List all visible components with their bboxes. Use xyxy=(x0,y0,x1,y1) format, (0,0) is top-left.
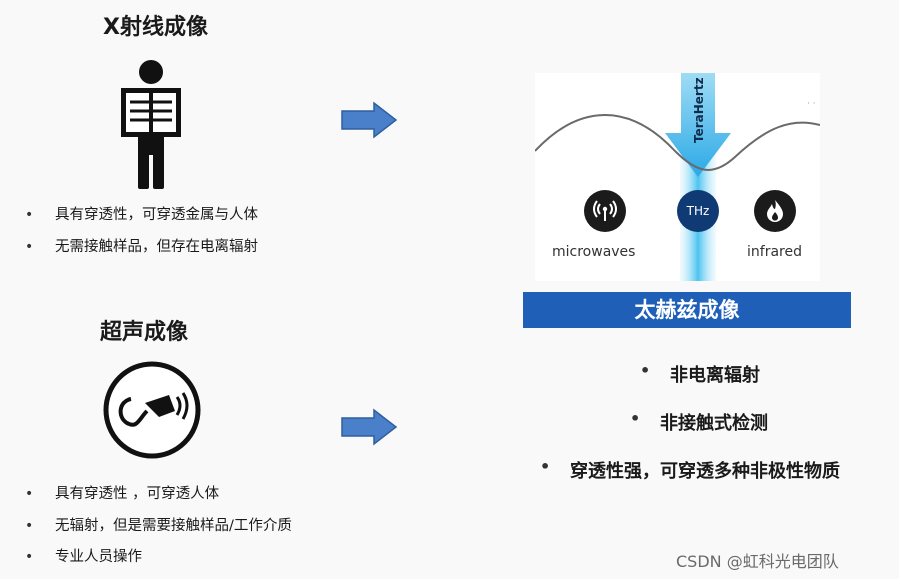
thz-bullet: 穿透性强，可穿透多种非极性物质 xyxy=(540,457,840,483)
ultrasound-title: 超声成像 xyxy=(100,320,189,345)
infrared-label: infrared xyxy=(747,244,802,260)
thz-bullet: 非电离辐射 xyxy=(640,361,760,387)
xray-bullet: 无需接触样品，但存在电离辐射 xyxy=(25,237,258,269)
ultrasound-bullets: 具有穿透性 ，可穿透人体 无辐射，但是需要接触样品/工作介质 专业人员操作 xyxy=(25,484,292,579)
thz-circle-icon: THz xyxy=(677,190,719,232)
ultrasound-probe-icon xyxy=(103,361,201,459)
antenna-icon xyxy=(584,190,626,232)
microwaves-label: microwaves xyxy=(552,244,636,260)
thz-spectrum-panel: · · TeraHertz THz microwaves infrared xyxy=(535,73,820,281)
ultrasound-bullet: 专业人员操作 xyxy=(25,547,292,579)
arrow-right-icon xyxy=(341,101,398,139)
thz-bullet: 非接触式检测 xyxy=(630,409,768,435)
thz-center-label: THz xyxy=(686,204,710,218)
flame-icon xyxy=(754,190,796,232)
xray-bullet: 具有穿透性，可穿透金属与人体 xyxy=(25,205,258,237)
ultrasound-bullet: 具有穿透性 ，可穿透人体 xyxy=(25,484,292,516)
xray-person-icon xyxy=(121,60,181,189)
xray-bullets: 具有穿透性，可穿透金属与人体 无需接触样品，但存在电离辐射 xyxy=(25,205,258,268)
ultrasound-bullet: 无辐射，但是需要接触样品/工作介质 xyxy=(25,516,292,548)
xray-title: X射线成像 xyxy=(103,15,208,40)
thz-imaging-banner: 太赫兹成像 xyxy=(523,292,851,328)
arrow-right-icon xyxy=(341,408,398,446)
svg-text:· ·: · · xyxy=(807,99,816,109)
beam-label: TeraHertz xyxy=(692,77,706,143)
watermark: CSDN @虹科光电团队 xyxy=(676,552,839,571)
